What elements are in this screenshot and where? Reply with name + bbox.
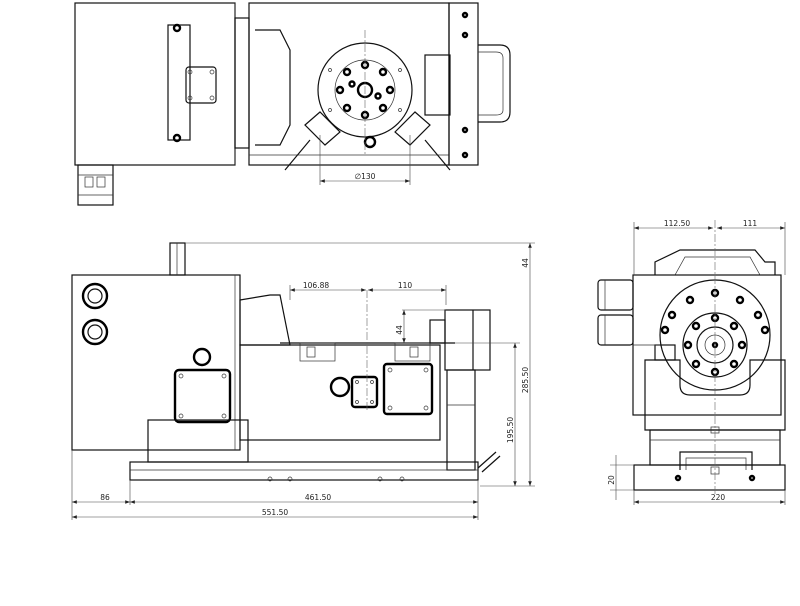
top-view: ∅130	[74, 2, 511, 206]
dim-side-right-label: 111	[743, 219, 758, 228]
dim-table-height-label: 44	[395, 325, 404, 335]
front-view: 106.88 110 44 285.50 44 195.50	[71, 242, 535, 520]
dim-diameter-label: ∅130	[355, 172, 376, 181]
dim-axis-height-label: 195.50	[506, 417, 515, 443]
dimension-44: 44	[395, 309, 446, 343]
dimension-285-50: 285.50 44	[185, 242, 535, 487]
motor-cover-plate	[167, 24, 191, 141]
dim-right-offset-label: 110	[398, 281, 413, 290]
connector-plug	[77, 164, 114, 206]
dimension-base-thickness: 20	[607, 455, 634, 500]
dim-left-offset-label: 106.88	[303, 281, 329, 290]
dim-side-width-label: 220	[711, 493, 726, 502]
dim-overall-length-label: 551.50	[262, 508, 288, 517]
dim-top-44-label: 44	[521, 258, 530, 268]
connector-2	[81, 318, 109, 346]
rotary-table	[317, 42, 413, 138]
base-plate	[129, 461, 479, 481]
dim-motor-length-label: 86	[100, 493, 110, 502]
motor-body	[71, 274, 241, 451]
base-handle	[679, 451, 753, 470]
dimension-side-width: 220	[633, 490, 786, 505]
dim-overall-height-label: 285.50	[521, 367, 530, 393]
table-bolt-holes	[328, 60, 402, 120]
rotary-body	[239, 344, 441, 441]
dimension-110: 110	[368, 281, 447, 305]
motor-cover	[173, 368, 232, 424]
carry-handle	[478, 44, 511, 123]
faceplate	[444, 309, 491, 371]
top-handle	[654, 249, 776, 275]
connector-1	[81, 282, 109, 310]
connector-2	[597, 314, 634, 346]
end-bracket	[448, 2, 479, 166]
side-base-plate	[633, 464, 786, 491]
dimension-side-top: 112.50 111	[633, 219, 786, 275]
dim-base-thickness-label: 20	[607, 475, 616, 485]
side-view: 112.50 111 220 20	[597, 219, 786, 505]
dim-side-left-label: 112.50	[664, 219, 690, 228]
dimension-table-diameter: ∅130	[319, 135, 411, 185]
dimension-lengths: 86 461.50 551.50	[71, 450, 479, 520]
motor-housing	[74, 2, 236, 166]
connector-1	[597, 279, 634, 311]
dimension-106-88: 106.88	[289, 281, 366, 300]
dim-base-length-label: 461.50	[305, 493, 331, 502]
dimension-195-50: 195.50	[455, 342, 520, 486]
